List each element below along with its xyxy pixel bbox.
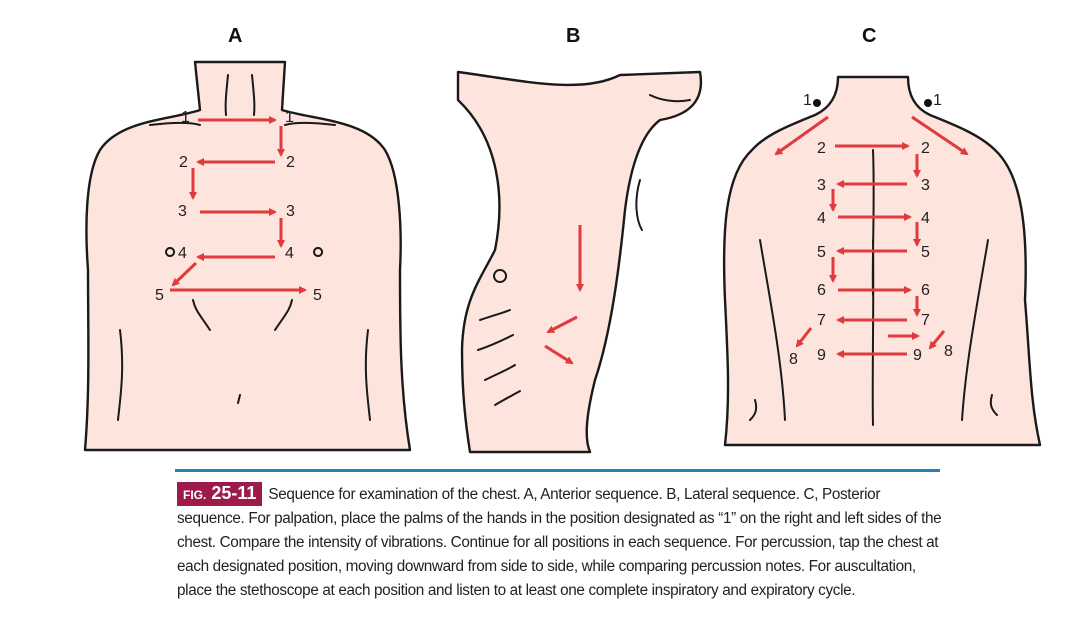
position-number: 3 — [178, 203, 187, 220]
posterior-numbers: 1 1 2 2 3 3 4 4 5 5 6 6 7 7 8 8 9 9 — [789, 92, 953, 368]
position-number: 5 — [155, 287, 164, 304]
position-number: 8 — [944, 343, 953, 360]
position-number: 2 — [817, 140, 826, 157]
sequence-arrow — [546, 315, 578, 334]
position-number: 6 — [817, 282, 826, 299]
figure-number-badge: FIG. 25-11 — [177, 482, 263, 506]
sequence-arrow — [911, 115, 969, 156]
panel-a-anterior: A 1 1 2 2 3 3 4 4 5 5 — [83, 25, 412, 452]
position-number: 5 — [313, 287, 322, 304]
caption-rule — [175, 469, 940, 472]
sequence-arrow — [774, 115, 829, 156]
position-number: 9 — [817, 347, 826, 364]
position-number: 7 — [817, 312, 826, 329]
panel-a-label: A — [228, 25, 242, 47]
panel-c-label: C — [862, 25, 876, 47]
position-number: 3 — [286, 203, 295, 220]
sequence-arrow — [795, 327, 813, 348]
caption-text: Sequence for examination of the chest. A… — [177, 486, 942, 599]
position-number: 1 — [181, 109, 190, 126]
anterior-numbers: 1 1 2 2 3 3 4 4 5 5 — [155, 109, 322, 304]
position-number: 1 — [803, 92, 812, 109]
position-number: 4 — [285, 245, 294, 262]
position-number: 2 — [179, 154, 188, 171]
position-number: 1 — [933, 92, 942, 109]
position-number: 4 — [817, 210, 826, 227]
chest-examination-figure: A 1 1 2 2 3 3 4 4 5 5 B — [83, 25, 1042, 454]
posterior-torso — [722, 75, 1042, 447]
position-number: 7 — [921, 312, 930, 329]
position-number: 1 — [285, 109, 294, 126]
figure-prefix: FIG. — [183, 488, 207, 502]
position-number: 5 — [921, 244, 930, 261]
position-dot — [924, 99, 932, 107]
position-number: 3 — [921, 177, 930, 194]
position-number: 9 — [913, 347, 922, 364]
position-number: 4 — [921, 210, 930, 227]
position-number: 6 — [921, 282, 930, 299]
anterior-arrows — [170, 116, 307, 294]
position-number: 8 — [789, 351, 798, 368]
panel-b-label: B — [566, 25, 580, 47]
lateral-arrows — [544, 225, 584, 365]
panel-b-lateral: B — [456, 25, 703, 454]
panel-c-posterior: C 1 1 2 2 3 3 4 4 5 5 6 6 7 7 8 8 9 9 — [722, 25, 1042, 447]
position-number: 2 — [286, 154, 295, 171]
position-number: 2 — [921, 140, 930, 157]
position-number: 4 — [178, 245, 187, 262]
sequence-arrow — [544, 344, 574, 365]
posterior-arrows — [774, 115, 969, 358]
sequence-arrow — [928, 330, 946, 350]
sequence-arrow — [171, 261, 198, 287]
position-dot — [813, 99, 821, 107]
figure-number: 25-11 — [211, 483, 257, 503]
position-number: 5 — [817, 244, 826, 261]
position-number: 3 — [817, 177, 826, 194]
